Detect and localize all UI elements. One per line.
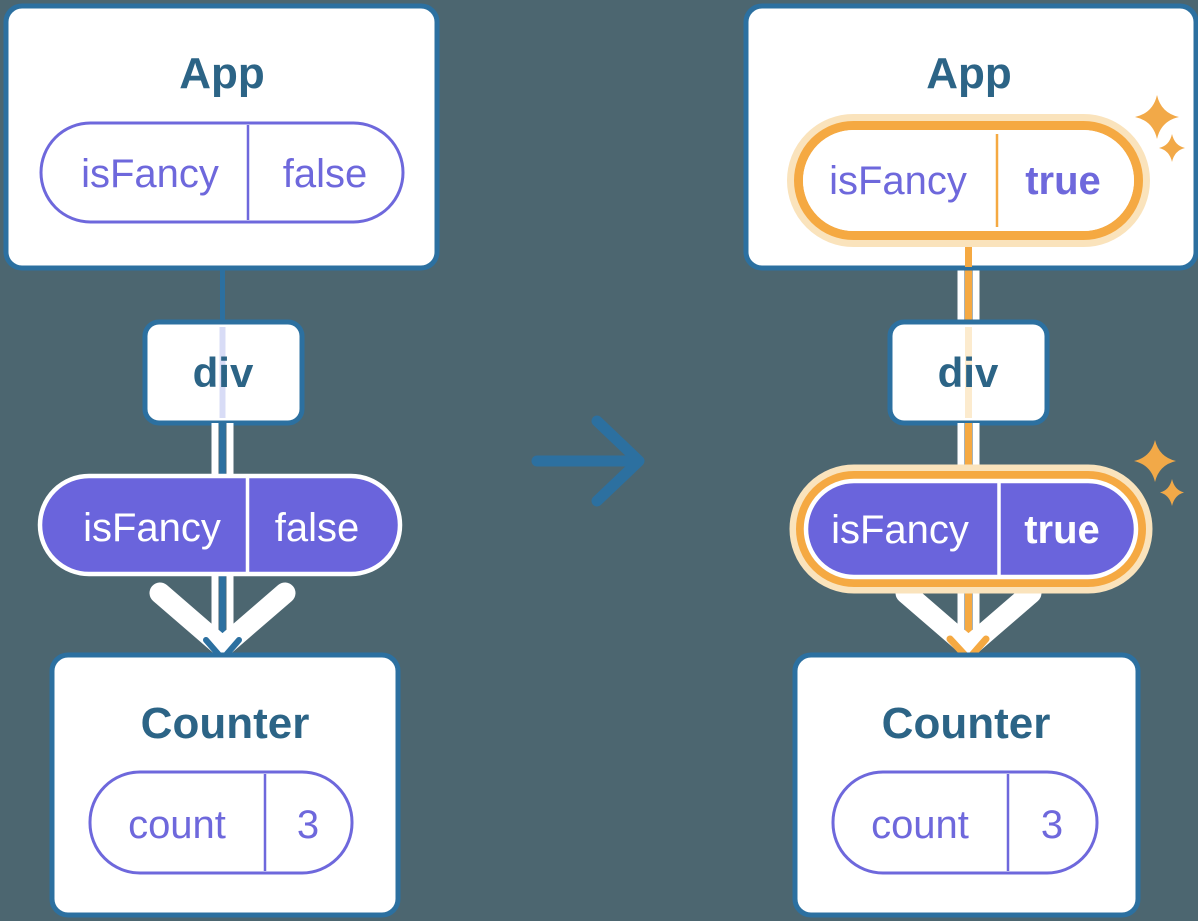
counter-card-title: Counter xyxy=(141,699,310,748)
state-value-label: 3 xyxy=(1041,803,1063,847)
prop-value-label: false xyxy=(275,506,360,550)
arrow-right-icon xyxy=(531,415,645,507)
tree-after: App isFancy true div isFancy true xyxy=(743,3,1198,918)
counter-card-title: Counter xyxy=(882,699,1051,748)
highlight-ring xyxy=(796,471,1146,587)
state-value-label: true xyxy=(1025,159,1101,203)
highlight-glow xyxy=(787,114,1150,247)
app-card-title: App xyxy=(926,49,1012,98)
state-name-label: count xyxy=(128,803,226,847)
app-card-title: App xyxy=(179,49,265,98)
sparkle-icon xyxy=(1159,134,1185,162)
sparkle-icon xyxy=(1134,440,1176,482)
tree-before: App isFancy false div isFancy false Coun… xyxy=(3,3,440,918)
prop-value-label: true xyxy=(1024,508,1100,552)
app-state-pill xyxy=(803,130,1134,231)
sparkle-icon xyxy=(1160,479,1184,506)
chevron-icon xyxy=(895,582,1042,658)
highlight-glow xyxy=(789,464,1153,594)
passed-prop-pill xyxy=(803,478,1139,580)
chevron-icon xyxy=(149,582,296,658)
sparkle-icon xyxy=(1135,95,1179,139)
counter-state-pill xyxy=(88,770,354,875)
state-value-label: 3 xyxy=(297,803,319,847)
prop-name-label: isFancy xyxy=(831,508,969,552)
state-name-label: count xyxy=(871,803,969,847)
state-name-label: isFancy xyxy=(829,159,967,203)
prop-name-label: isFancy xyxy=(83,506,221,550)
passed-prop-pill xyxy=(37,473,403,577)
div-card-label: div xyxy=(938,349,999,396)
state-value-label: false xyxy=(283,152,368,196)
highlight-ring xyxy=(794,121,1143,240)
connector-app-div-highlighted xyxy=(957,266,980,326)
app-state-pill xyxy=(39,121,405,224)
counter-state-pill xyxy=(831,770,1099,875)
state-name-label: isFancy xyxy=(81,152,219,196)
div-card-label: div xyxy=(193,349,254,396)
